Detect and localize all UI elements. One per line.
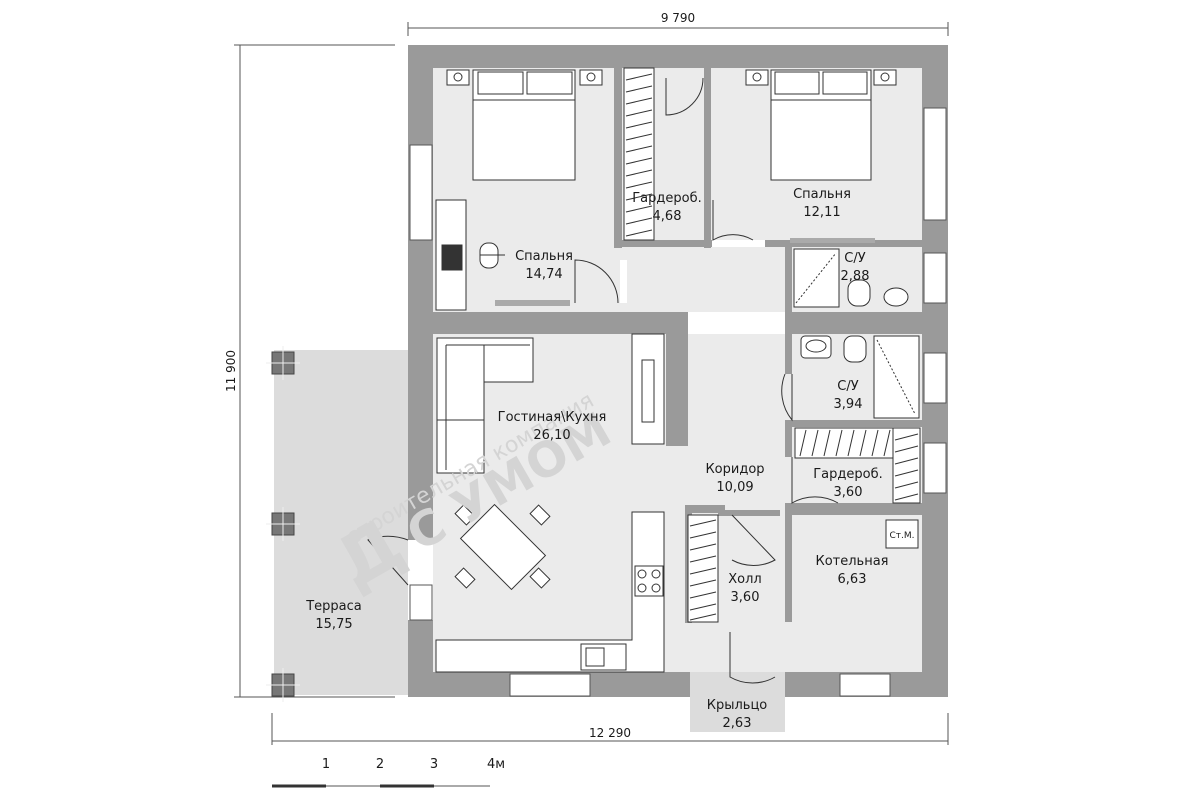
scale-bar: 1 2 3 4м <box>272 757 505 788</box>
room-area: 6,63 <box>838 572 867 587</box>
room-name: Холл <box>728 572 761 587</box>
room-area: 2,63 <box>723 716 752 731</box>
room-name: С/У <box>837 379 858 394</box>
windows <box>409 107 947 697</box>
room-area: 2,88 <box>841 269 870 284</box>
room-area: 15,75 <box>315 617 352 632</box>
boiler-label: Ст.М. <box>889 531 914 541</box>
room-name: Коридор <box>705 462 764 477</box>
doors <box>367 77 839 684</box>
bathroom1-fixtures <box>793 248 909 308</box>
room-area: 10,09 <box>716 480 753 495</box>
bathroom2-fixtures <box>800 335 920 419</box>
room-area: 3,94 <box>834 397 863 412</box>
dimension-left-label: 11 900 <box>224 350 238 392</box>
scale-label: 3 <box>430 757 438 772</box>
dimension-top <box>407 22 949 36</box>
scale-label: 4м <box>487 757 505 772</box>
boiler-box <box>885 519 919 549</box>
wardrobe2-hatching <box>794 427 921 504</box>
room-area: 4,68 <box>653 209 682 224</box>
room-area: 12,11 <box>803 205 840 220</box>
room-name: Терраса <box>305 599 362 614</box>
living-kitchen-furniture <box>435 333 665 673</box>
scale-label: 1 <box>322 757 330 772</box>
room-name: С/У <box>844 251 865 266</box>
bedroom2-furniture <box>745 69 897 243</box>
bedroom1-furniture <box>435 69 603 311</box>
room-area: 14,74 <box>525 267 562 282</box>
room-name: Котельная <box>815 554 888 569</box>
room-name: Спальня <box>793 187 851 202</box>
dimension-top-label: 9 790 <box>661 11 695 25</box>
dimension-bottom <box>271 713 949 745</box>
room-area: 3,60 <box>731 590 760 605</box>
room-labels: Спальня 14,74 Гардероб. 4,68 Спальня 12,… <box>305 187 888 731</box>
room-name: Крыльцо <box>707 698 768 713</box>
room-name: Спальня <box>515 249 573 264</box>
room-area: 26,10 <box>533 428 570 443</box>
room-name: Гостиная\Кухня <box>498 410 607 425</box>
room-name: Гардероб. <box>632 191 702 206</box>
interior-walls <box>433 68 922 623</box>
room-name: Гардероб. <box>813 467 883 482</box>
hall-wardrobe-hatching <box>687 514 719 623</box>
terrace-area <box>274 350 408 695</box>
dimension-bottom-label: 12 290 <box>589 726 631 740</box>
dimension-left <box>234 44 395 698</box>
wardrobe1-hatching <box>623 67 655 241</box>
scale-label: 2 <box>376 757 384 772</box>
room-area: 3,60 <box>834 485 863 500</box>
